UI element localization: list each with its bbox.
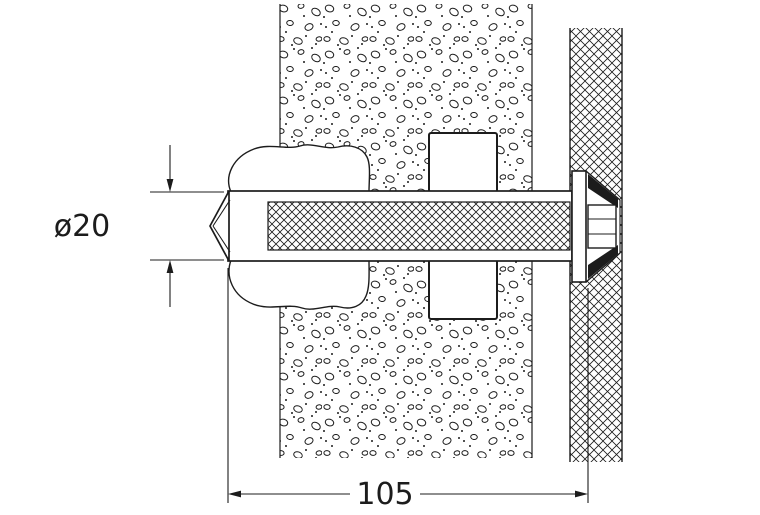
arrowhead-left-icon [228,490,241,498]
sleeve-cutout-bottom [428,259,498,320]
sleeve-cutouts [428,132,498,320]
sleeve-cutout-top [428,132,498,193]
length-dimension: 105 [227,268,589,512]
diameter-dimension: ø20 [54,145,224,307]
diameter-label: ø20 [54,209,111,244]
arrowhead-right-icon [575,490,588,498]
hex-nut [587,204,617,249]
length-label: 105 [356,477,413,512]
anchor-assembly [209,190,573,262]
threaded-rod [267,201,571,251]
arrowhead-up-icon [166,260,174,273]
flange-plate [571,170,587,283]
arrowhead-down-icon [166,179,174,192]
adhesive-blob [227,144,371,310]
wall-flange-fitting [571,170,621,283]
